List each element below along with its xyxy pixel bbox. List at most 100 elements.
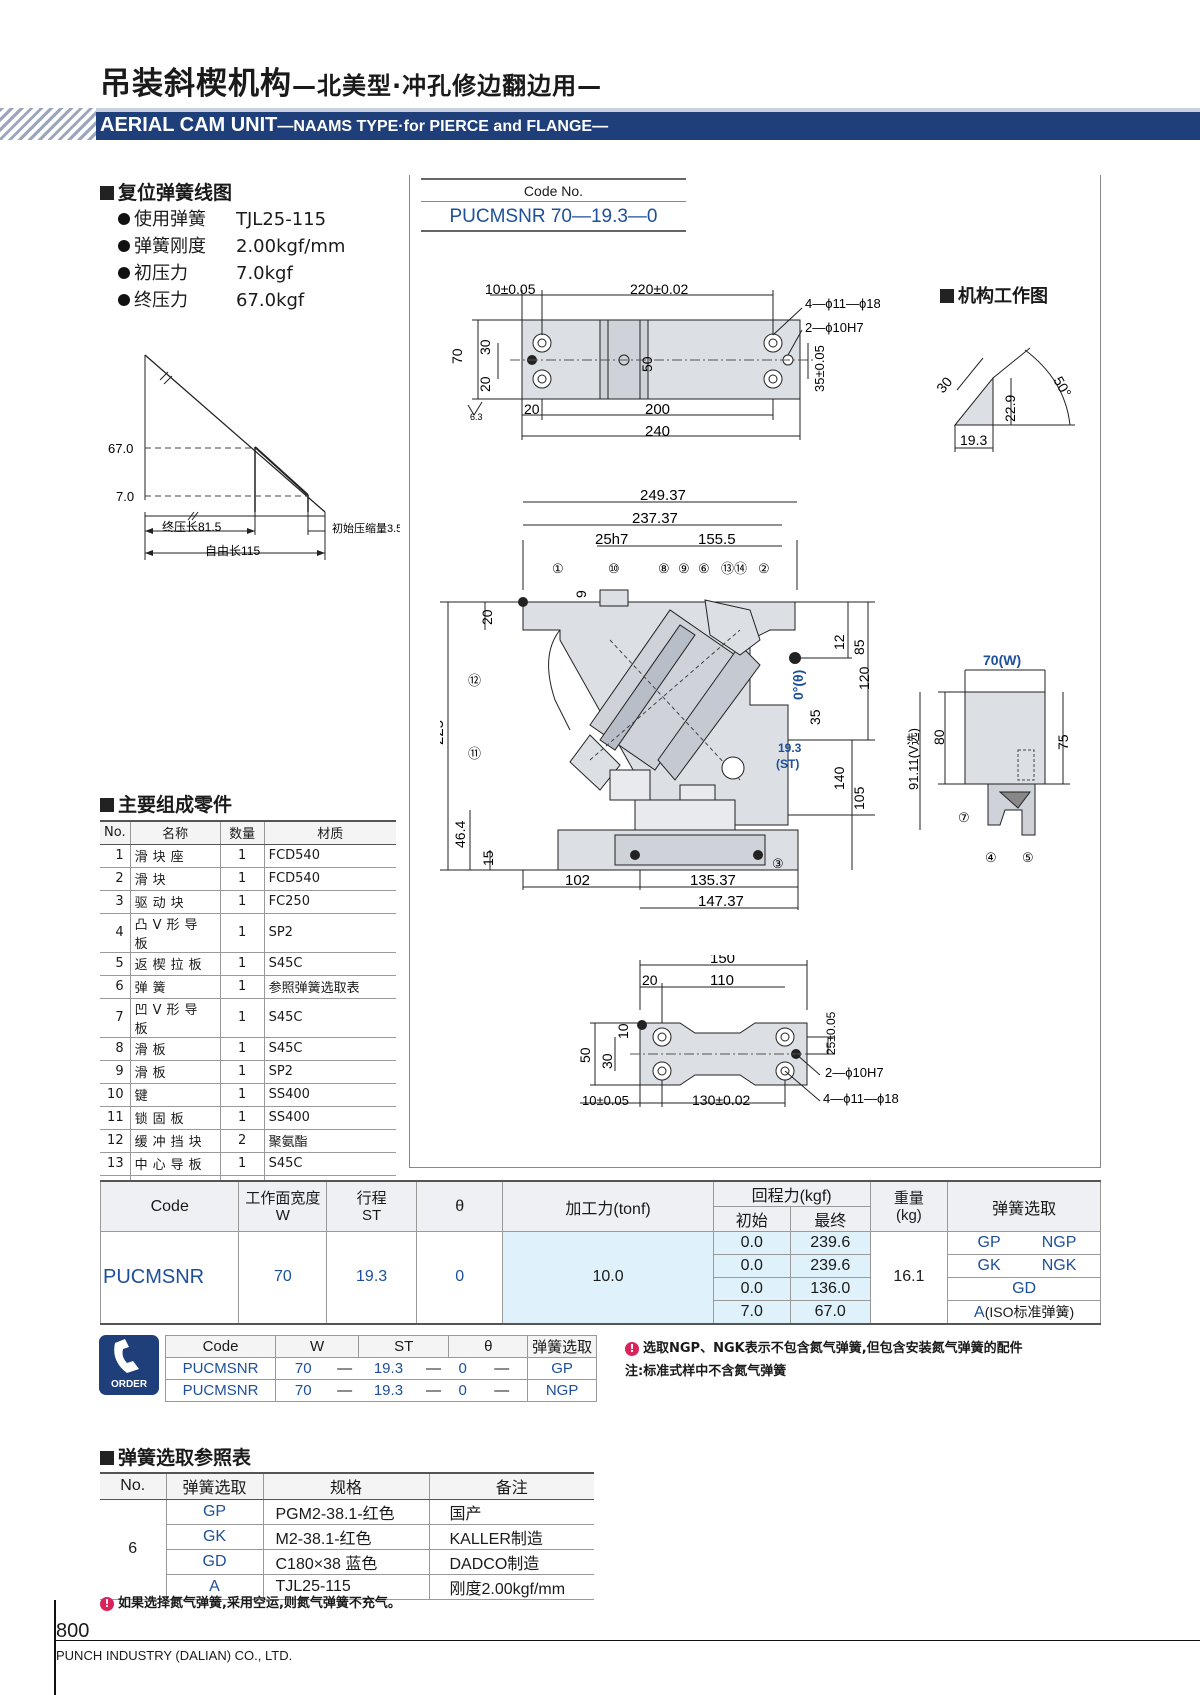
part-name: 滑板 xyxy=(130,1060,221,1084)
part-name: 滑块座 xyxy=(130,844,221,868)
order-row: PUCMSNR 70 — 19.3 — 0 — NGP xyxy=(165,1379,597,1402)
dim-theta: 0°(θ) xyxy=(790,670,806,700)
callout-4: ④ xyxy=(985,850,997,865)
part-no: 6 xyxy=(100,975,131,999)
dim-9: 9 xyxy=(573,590,589,598)
dim-15: 15 xyxy=(480,850,496,866)
bullet-dot-icon xyxy=(118,213,130,225)
dim-12: 12 xyxy=(831,634,847,650)
part-no: 4 xyxy=(100,913,131,953)
dim-20: 20 xyxy=(477,376,493,392)
order-h-spring: 弹簧选取 xyxy=(527,1335,597,1358)
callout-12: ⑫ xyxy=(468,673,481,688)
callout-1: ① xyxy=(552,561,564,576)
angle-dim-22: 22.9 xyxy=(1002,395,1018,422)
part-material: FCD540 xyxy=(264,844,396,868)
ref-spec: M2-38.1-红色 xyxy=(263,1524,430,1550)
square-bullet-icon xyxy=(100,1451,114,1465)
order-h-theta: θ xyxy=(448,1335,529,1358)
order-dash: — xyxy=(330,1357,359,1380)
ref-spec: PGM2-38.1-红色 xyxy=(263,1499,430,1525)
bottom-dim-50: 50 xyxy=(577,1047,593,1063)
bottom-pins-label: 2—ϕ10H7 xyxy=(825,1065,884,1080)
mechanism-section-title: 机构工作图 xyxy=(940,282,1048,308)
order-dash: — xyxy=(476,1379,528,1402)
bottom-dim-10: 10 xyxy=(615,1023,631,1039)
part-name: 返楔拉板 xyxy=(130,952,221,976)
part-qty: 2 xyxy=(220,1129,265,1153)
callout-5: ⑤ xyxy=(1022,850,1034,865)
part-no: 3 xyxy=(100,890,131,914)
banner-top-line xyxy=(96,108,1200,112)
main-weight: 16.1 xyxy=(869,1231,949,1324)
spring-ref-note: !如果选择氮气弹簧,采用空运,则氮气弹簧不充气。 xyxy=(100,1592,401,1611)
part-name: 中心导板 xyxy=(130,1152,221,1176)
stroke-label: (ST) xyxy=(776,757,799,771)
order-theta: 0 xyxy=(448,1357,477,1380)
part-material: SP2 xyxy=(264,1060,396,1084)
title-banner xyxy=(0,112,1200,140)
part-name: 锁固板 xyxy=(130,1106,221,1130)
part-material: SS400 xyxy=(264,1106,396,1130)
part-qty: 1 xyxy=(220,1152,265,1176)
order-dash: — xyxy=(476,1357,528,1380)
dim-25: 25h7 xyxy=(595,531,628,548)
width-label: 70(W) xyxy=(983,652,1021,668)
code-no-header: Code No. xyxy=(421,178,686,202)
bottom-dim-25: 25±0.05 xyxy=(824,1011,838,1055)
bottom-holes-label: 4—ϕ11—ϕ18 xyxy=(823,1091,899,1106)
ref-note: DADCO制造 xyxy=(429,1549,594,1575)
ref-note: KALLER制造 xyxy=(429,1524,594,1550)
dim-46: 46.4 xyxy=(452,821,468,848)
square-bullet-icon xyxy=(940,289,954,303)
final-length-label: 终压长81.5 xyxy=(162,519,222,534)
footer-vertical-rule xyxy=(54,1600,56,1695)
init-compression-label: 初始压缩量3.5 xyxy=(332,521,400,535)
main-stroke: 19.3 xyxy=(326,1231,417,1324)
main-h-code: Code xyxy=(99,1180,240,1232)
callout-11: ⑪ xyxy=(468,746,481,761)
part-name: 缓冲挡块 xyxy=(130,1129,221,1153)
order-spring: GP xyxy=(527,1357,597,1380)
bullet-dot-icon xyxy=(118,240,130,252)
order-st: 19.3 xyxy=(358,1379,419,1402)
main-h-return: 回程力(kgf) xyxy=(712,1180,871,1207)
part-no: 11 xyxy=(100,1106,131,1130)
pins-label: 2—ϕ10H7 xyxy=(805,320,864,335)
part-no: 7 xyxy=(100,998,131,1038)
part-material: FC250 xyxy=(264,890,396,914)
ret-init: 0.0 xyxy=(712,1254,791,1278)
square-bullet-icon xyxy=(100,798,114,812)
ref-row: A TJL25-115 刚度2.00kgf/mm xyxy=(100,1574,594,1600)
col-material: 材质 xyxy=(264,820,396,845)
ref-row: 6 GP PGM2-38.1-红色 国产 xyxy=(100,1499,594,1600)
dim-147: 147.37 xyxy=(698,893,744,910)
order-table: Code W ST θ 弹簧选取 PUCMSNR 70 — 19.3 — 0 —… xyxy=(165,1335,597,1402)
square-bullet-icon xyxy=(100,186,114,200)
angle-dim-50: 50° xyxy=(1050,374,1074,400)
ret-final: 239.6 xyxy=(789,1231,871,1255)
part-no: 8 xyxy=(100,1037,131,1061)
free-length-label: 自由长115 xyxy=(205,544,260,558)
bottom-dim-20: 20 xyxy=(642,972,658,988)
order-theta: 0 xyxy=(448,1379,477,1402)
drawing-frame xyxy=(409,175,1101,1168)
bullet-dot-icon xyxy=(118,267,130,279)
dim-240: 240 xyxy=(645,423,670,440)
ref-spring: GP xyxy=(166,1499,264,1525)
dim-30: 30 xyxy=(477,339,493,355)
ref-spring: GK xyxy=(166,1524,264,1550)
angle-dim-30: 30 xyxy=(933,374,955,396)
ret-init: 7.0 xyxy=(712,1300,791,1324)
callout-13-14: ⑬⑭ xyxy=(721,561,747,576)
part-name: 凸V形导板 xyxy=(130,913,221,953)
